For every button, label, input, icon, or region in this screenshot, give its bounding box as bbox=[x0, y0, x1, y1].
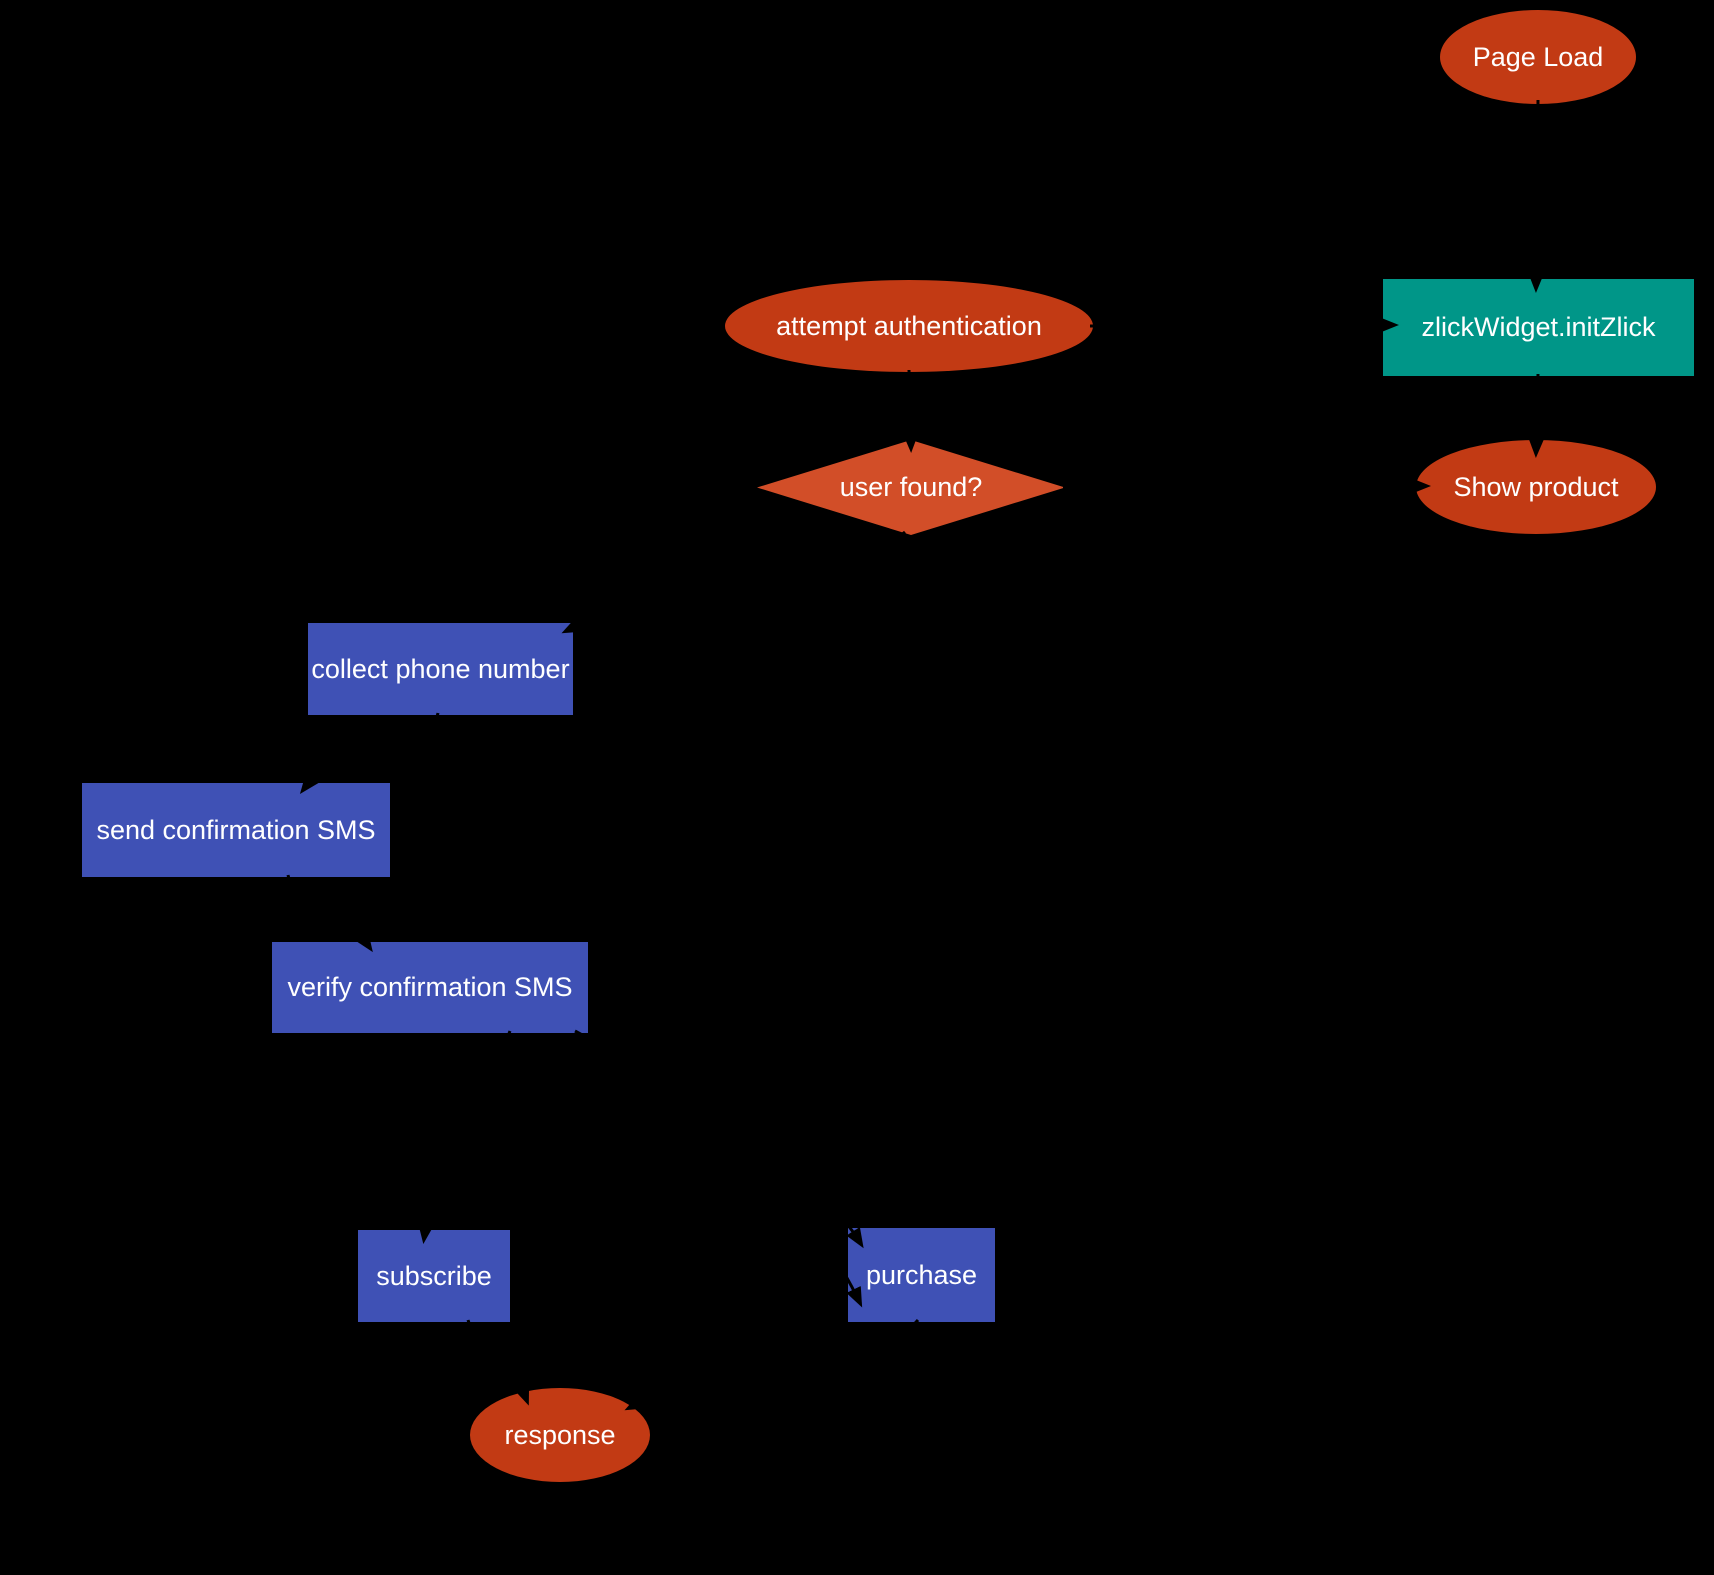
node-label: send confirmation SMS bbox=[96, 814, 376, 845]
node-purchase: purchase bbox=[848, 1228, 995, 1322]
edge-attempt-userfound bbox=[902, 369, 919, 453]
node-user-found: user found? bbox=[757, 440, 1065, 535]
node-label: collect phone number bbox=[311, 653, 570, 684]
edge-purchase-response bbox=[624, 1319, 920, 1411]
node-label: verify confirmation SMS bbox=[287, 972, 573, 1003]
node-collect-phone-number: collect phone number bbox=[308, 623, 573, 715]
edge-userfound-showproduct bbox=[1062, 478, 1431, 495]
node-label: Show product bbox=[1453, 471, 1619, 502]
node-init-zlick: zlickWidget.initZlick bbox=[1383, 279, 1694, 376]
node-page-load: Page Load bbox=[1440, 10, 1636, 104]
node-label: zlickWidget.initZlick bbox=[1421, 312, 1656, 343]
node-show-product: Show product bbox=[1416, 440, 1656, 534]
node-label: attempt authentication bbox=[776, 310, 1042, 341]
node-label: user found? bbox=[839, 472, 983, 503]
edge-pageload-initzlick bbox=[1528, 99, 1545, 293]
edge-verifysms-purchase-alt bbox=[599, 1029, 863, 1308]
node-label: subscribe bbox=[376, 1260, 492, 1291]
edge-collectphone-sendsms bbox=[299, 712, 440, 794]
node-label: response bbox=[504, 1419, 616, 1450]
node-label: purchase bbox=[865, 1259, 978, 1290]
node-subscribe: subscribe bbox=[358, 1230, 510, 1322]
node-send-confirmation-sms: send confirmation SMS bbox=[82, 783, 390, 877]
edge-sendsms-verifysms bbox=[286, 874, 373, 953]
edge-userfound-collectphone bbox=[561, 530, 906, 634]
node-attempt-authentication: attempt authentication bbox=[725, 280, 1093, 372]
edge-attempt-initzlick bbox=[1089, 317, 1399, 334]
node-label: Page Load bbox=[1472, 41, 1604, 72]
edge-subscribe-response bbox=[466, 1319, 530, 1406]
edge-verifysms-subscribe bbox=[418, 1030, 512, 1244]
node-verify-confirmation-sms: verify confirmation SMS bbox=[272, 942, 588, 1033]
edge-verifysms-purchase bbox=[574, 1029, 864, 1249]
node-response: response bbox=[470, 1388, 650, 1482]
